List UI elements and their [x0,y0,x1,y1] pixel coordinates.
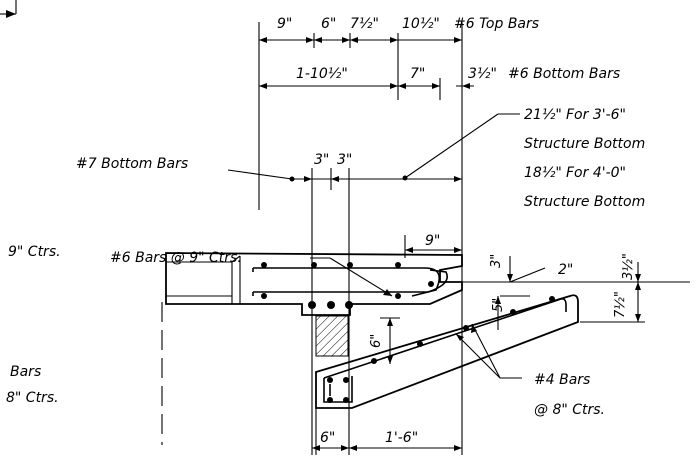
bottom-bars-7-dimension [227,168,462,190]
bottom-dimension-chain [312,408,462,455]
dim-7: 7" [410,66,425,82]
lower-bar-dots [327,296,555,403]
label-bars-4-line1: #4 Bars [534,372,590,388]
dim-3a: 3" [314,152,329,168]
bars-4-leaders [455,323,522,379]
dim-1-6: 1'-6" [385,430,418,446]
dim-9: 9" [277,16,292,32]
left-cut-9ctrs: 9" Ctrs. [8,244,61,260]
label-bars-4-line2: @ 8" Ctrs. [534,402,605,418]
note-line-2: Structure Bottom [524,136,645,152]
note-line-1: For 3'-6" [566,107,626,123]
label-top-bars: #6 Top Bars [454,16,539,32]
dim-18-5: 18½" [524,165,562,181]
dim-6: 6" [321,16,336,32]
dim-3-5-top: 3½" [468,66,497,82]
note-leader [402,113,520,181]
extension-lines [161,190,350,455]
corner-fragment [0,0,17,18]
note-line-3: For 4'-0" [566,165,626,181]
dim-6-bottom: 6" [320,430,335,446]
dim-9-mid: 9" [425,233,440,249]
dim-21-5: 21½" [524,107,562,123]
dim-5: 5" [491,298,506,312]
dim-2: 2" [558,262,573,278]
label-bottom-bars-6: #6 Bottom Bars [508,66,620,82]
hatched-block [315,315,349,357]
top-slab [165,252,463,316]
dim-1-10-5: 1-10½" [296,66,348,82]
label-bottom-bars-7: #7 Bottom Bars [76,156,188,172]
note-line-4: Structure Bottom [524,194,645,210]
top-bar [252,267,440,297]
right-vertical-dims [380,256,690,364]
top-dimension-chain [258,22,474,455]
dim-6-vert: 6" [369,334,384,348]
dim-7-5: 7½" [350,16,379,32]
dim-3-5-right: 3½" [621,253,636,280]
dim-7-5-right: 7½" [613,291,628,318]
lower-wingwall [315,294,579,409]
dim-10-5: 10½" [402,16,440,32]
left-cut-8ctrs: 8" Ctrs. [6,390,59,406]
dim-3b: 3" [337,152,352,168]
dim-3-vert: 3" [489,254,504,268]
left-cut-bars: Bars [10,364,41,380]
